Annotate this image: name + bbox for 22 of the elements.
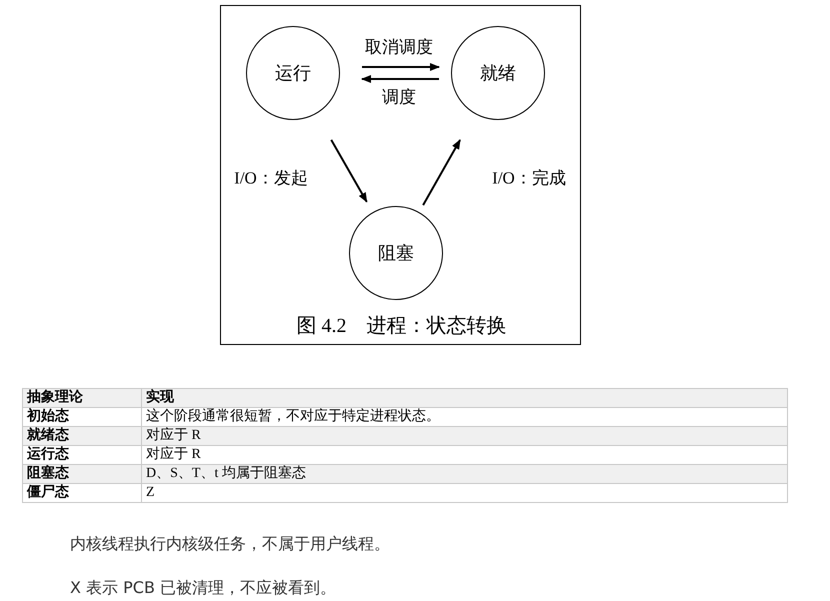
edge-label: I/O：完成 <box>490 170 568 188</box>
header-cell: 抽象理论 <box>22 388 142 408</box>
table-cell: D、S、T、t 均属于阻塞态 <box>142 464 788 484</box>
table-cell: 阻塞态 <box>22 464 142 484</box>
state-name: 运行 <box>275 62 311 85</box>
table-cell: 对应于 R <box>142 426 788 446</box>
figure-caption: 图 4.2 进程：状态转换 <box>296 314 508 339</box>
table-cell: Z <box>142 484 788 502</box>
edge-label: I/O：发起 <box>232 170 310 188</box>
edge-label: 取消调度 <box>363 38 435 58</box>
arrow <box>422 139 461 206</box>
note-text: 内核线程执行内核级任务，不属于用户线程。 <box>70 534 390 555</box>
edge-label: 调度 <box>380 88 418 108</box>
header-cell: 实现 <box>142 388 788 408</box>
note-text: X 表示 PCB 已被清理，不应被看到。 <box>70 578 336 599</box>
table-cell: 就绪态 <box>22 426 142 446</box>
state-name: 就绪 <box>480 62 516 85</box>
arrow <box>330 139 368 203</box>
arrow <box>361 75 439 83</box>
table-cell: 僵尸态 <box>22 484 142 502</box>
state-name: 阻塞 <box>378 242 414 265</box>
arrow <box>362 63 440 71</box>
